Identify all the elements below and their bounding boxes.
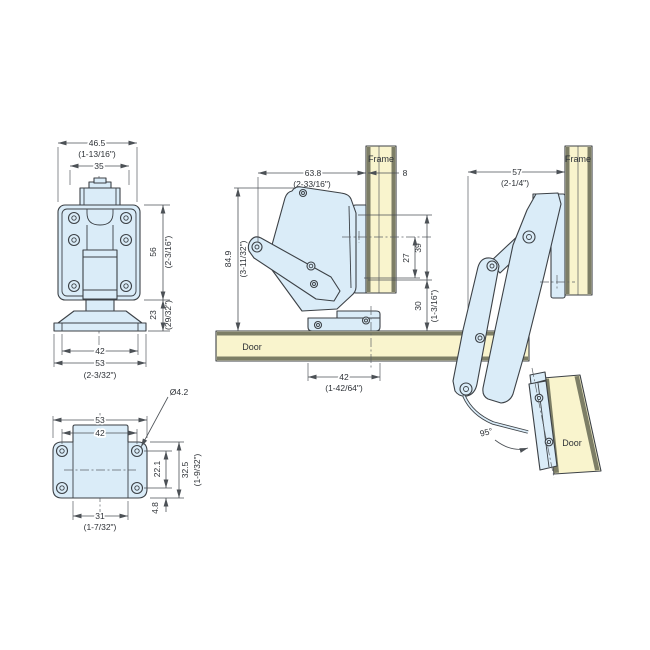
- dim-front-base-inner: 42: [61, 334, 139, 358]
- slider-block: [82, 249, 118, 300]
- dim-label-in: (1-7/32"): [84, 522, 117, 532]
- pivot-dome: [86, 209, 114, 226]
- dim-label-in: (1-3/16"): [429, 289, 439, 322]
- dim-closed-plate: 42 (1-42/64"): [307, 363, 381, 393]
- frame-label: Frame: [368, 154, 394, 164]
- dim-plan-depth: 32.5 (1-9/32"): [150, 441, 202, 499]
- dim-label: 57: [512, 167, 522, 177]
- dim-closed-depth: 63.8 (2-33/16"): [257, 166, 366, 242]
- dim-label: 56: [148, 247, 158, 257]
- dim-front-base: 53 (2-3/32"): [53, 334, 147, 380]
- front-view: 46.5 (1-13/16") 35 56 (2-3/16") 23 (29/3…: [53, 136, 173, 380]
- plan-view: 53 42 Ø4.2 22.1 32.5 (1-9/32") 4.8: [52, 385, 202, 532]
- dim-label: 23: [148, 310, 158, 320]
- dim-label: 42: [95, 428, 105, 438]
- dim-label: 32.5: [180, 461, 190, 478]
- dim-label-in: (1-9/32"): [192, 453, 202, 486]
- angle-label: 95°: [479, 426, 494, 439]
- dim-label-in: (2-3/32"): [84, 370, 117, 380]
- dim-label: 27: [401, 253, 411, 263]
- dim-front-width: 46.5 (1-13/16"): [57, 136, 138, 202]
- dim-front-inner: 35: [69, 159, 130, 185]
- open-side-view: Frame Door: [452, 145, 602, 479]
- dim-label-in: (2-3/16"): [163, 235, 173, 268]
- dim-label: 30: [413, 301, 423, 311]
- hinge-lever-arm: [452, 257, 500, 397]
- dim-label: 42: [339, 372, 349, 382]
- door-label: Door: [242, 342, 262, 352]
- dim-label: 53: [95, 358, 105, 368]
- dim-plan-pitch: 22.1: [144, 450, 172, 489]
- dim-label-in: (29/32"): [163, 300, 173, 330]
- door-mounting-plate: [307, 310, 381, 332]
- hole-diameter-label: Ø4.2: [170, 387, 189, 397]
- dim-label: 22.1: [152, 460, 162, 477]
- dim-plan-edge-offset: 4.8: [148, 498, 169, 516]
- foot-flare: [57, 310, 143, 324]
- dim-label-in: (2-33/16"): [293, 179, 331, 189]
- frame-board: [365, 145, 397, 294]
- screw-holes: [55, 444, 144, 495]
- dim-closed-30: 30 (1-3/16"): [411, 280, 439, 331]
- dim-plan-holes-width: 42: [61, 426, 138, 444]
- dim-label: 31: [95, 511, 105, 521]
- dim-label: 46.5: [89, 138, 106, 148]
- callout-hole-diameter: Ø4.2: [140, 385, 190, 448]
- dim-open-depth: 57 (2-1/4"): [468, 165, 565, 188]
- dim-label-in: (1-13/16"): [78, 149, 116, 159]
- dim-label-in: (2-1/4"): [501, 178, 529, 188]
- dim-label: 63.8: [305, 168, 322, 178]
- dim-closed-27: 27: [364, 237, 420, 279]
- screw-holes: [67, 211, 133, 293]
- dim-label: 53: [95, 415, 105, 425]
- dim-frame-inset: 8: [368, 166, 409, 180]
- dim-label: 84.9: [223, 250, 233, 267]
- dim-label-in: (3-11/32"): [238, 240, 248, 277]
- dim-plan-width: 53: [52, 413, 148, 438]
- dim-label: 42: [95, 346, 105, 356]
- dim-label: 8: [403, 168, 408, 178]
- frame-label: Frame: [565, 154, 591, 164]
- hinge-knob-top: [93, 177, 107, 184]
- frame-board: [564, 145, 593, 296]
- dim-closed-height: 84.9 (3-11/32"): [221, 187, 294, 331]
- dim-label: 35: [94, 161, 104, 171]
- foot-base: [53, 322, 147, 332]
- hinge-arm-body: [482, 192, 562, 404]
- dim-label-in: (1-42/64"): [325, 383, 363, 393]
- hinge-cap: [79, 187, 121, 206]
- dim-plan-body-width: 31 (1-7/32"): [72, 501, 129, 532]
- dim-front-height: 56 (2-3/16"): [144, 204, 173, 301]
- dim-label: 39: [413, 243, 423, 253]
- foot-stem: [85, 299, 115, 312]
- dim-label: 4.8: [150, 502, 160, 514]
- door-label: Door: [562, 438, 582, 448]
- dim-front-foot: 23 (29/32"): [146, 300, 173, 332]
- door-cup: [528, 371, 558, 471]
